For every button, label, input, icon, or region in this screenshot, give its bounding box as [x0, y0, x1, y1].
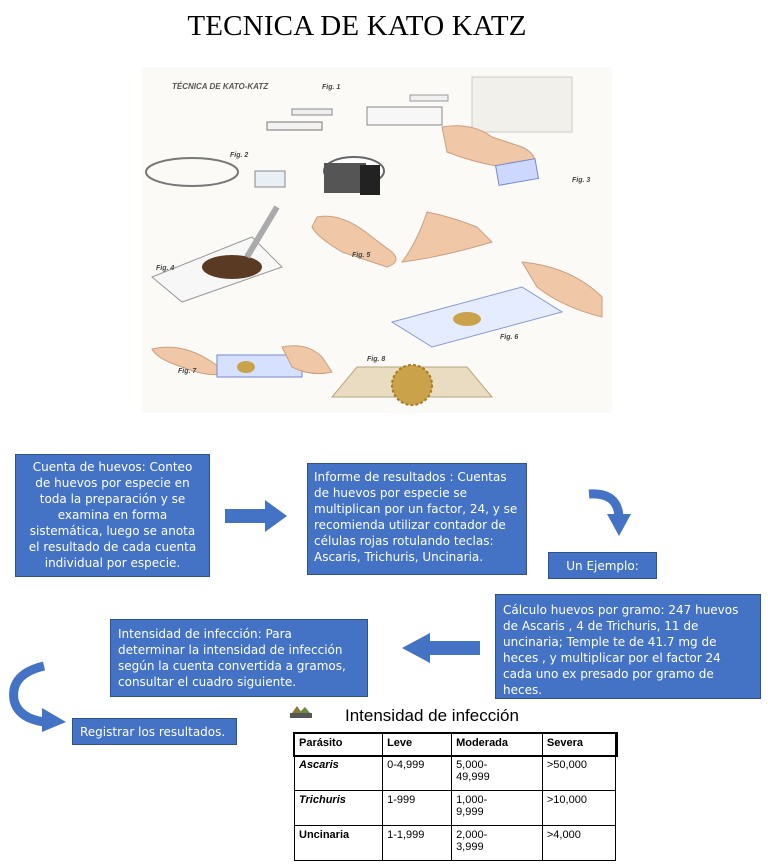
example-text: Un Ejemplo:: [566, 559, 639, 573]
table-row: Ascaris 0-4,999 5,000- 49,999 >50,000: [293, 754, 617, 791]
cell-moderate: 1,000- 9,999: [451, 789, 543, 826]
fig1-label: Fig. 1: [322, 84, 340, 91]
cell-parasite: Trichuris: [293, 789, 384, 826]
register-text: Registrar los resultados.: [80, 725, 226, 739]
kato-katz-illustration: TÉCNICA DE KATO-KATZ Fig. 1 Fig. 2 Fig. …: [142, 67, 612, 413]
stool-sample: [202, 255, 262, 279]
mesh-square: [291, 108, 333, 116]
figure-heading: TÉCNICA DE KATO-KATZ: [172, 82, 269, 91]
finger-left-fig5: [311, 215, 397, 268]
table-row: Trichuris 1-999 1,000- 9,999 >10,000: [293, 789, 617, 826]
fig4-label: Fig. 4: [156, 265, 174, 272]
cell-parasite: Ascaris: [293, 754, 384, 791]
report-text: Informe de resultados : Cuentas de huevo…: [314, 470, 518, 564]
header-severe: Severa: [541, 733, 617, 756]
curved-arrow-down-icon: [588, 489, 631, 536]
header-moderate: Moderada: [451, 733, 543, 756]
side-notes: [471, 76, 573, 133]
steel-mesh: [366, 106, 443, 126]
cell-moderate: 5,000- 49,999: [451, 754, 543, 791]
cell-mild: 1-999: [382, 789, 453, 826]
curved-arrow-right-icon: [9, 661, 66, 732]
cell-severe: >4,000: [541, 824, 617, 862]
report-box: Informe de resultados : Cuentas de huevo…: [307, 463, 527, 575]
table-decoration-icon: [290, 706, 312, 718]
header-mild: Leve: [382, 733, 453, 756]
arrow-right-icon: [225, 500, 287, 532]
intensity-box: Intensidad de infección: Para determinar…: [110, 619, 368, 697]
fig6-label: Fig. 6: [500, 334, 518, 341]
cell-mild: 0-4,999: [382, 754, 453, 791]
finger-right-fig5: [400, 211, 493, 263]
fig3-label: Fig. 3: [572, 177, 590, 184]
header-parasite: Parásito: [293, 733, 384, 756]
egg-count-box: Cuenta de huevos: Conteo de huevos por e…: [15, 454, 210, 577]
egg-count-text: Cuenta de huevos: Conteo de huevos por e…: [28, 460, 197, 570]
plastic-template: [266, 121, 323, 131]
cell-mild: 1-1,999: [382, 824, 453, 862]
fig7-label: Fig. 7: [178, 368, 197, 375]
intensity-text: Intensidad de infección: Para determinar…: [118, 627, 346, 689]
arrow-left-icon: [402, 633, 480, 663]
fig8-label: Fig. 8: [367, 356, 385, 363]
cell-moderate: 2,000- 3,999: [451, 824, 543, 862]
calculation-box: Cálculo huevos por gramo: 247 huevos de …: [495, 594, 761, 699]
table-row: Uncinaria 1-1,999 2,000- 3,999 >4,000: [293, 824, 617, 862]
infection-intensity-table: Parásito Leve Moderada Severa Ascaris 0-…: [292, 731, 618, 862]
cell-severe: >50,000: [541, 754, 617, 791]
table-header-row: Parásito Leve Moderada Severa: [292, 731, 618, 757]
fig2-label: Fig. 2: [230, 152, 248, 159]
calculation-text: Cálculo huevos por gramo: 247 huevos de …: [503, 603, 739, 697]
page-title: TECNICA DE KATO KATZ: [187, 10, 527, 42]
illustration-svg: TÉCNICA DE KATO-KATZ Fig. 1 Fig. 2 Fig. …: [145, 76, 603, 406]
cell-severe: >10,000: [541, 789, 617, 826]
tape-roll: [145, 157, 239, 187]
hand-left-fig7: [151, 346, 229, 376]
register-box: Registrar los resultados.: [72, 718, 237, 745]
fig5-label: Fig. 5: [352, 252, 370, 259]
cell-parasite: Uncinaria: [293, 824, 384, 862]
table-title: Intensidad de infección: [345, 706, 519, 725]
example-box: Un Ejemplo:: [548, 552, 657, 579]
